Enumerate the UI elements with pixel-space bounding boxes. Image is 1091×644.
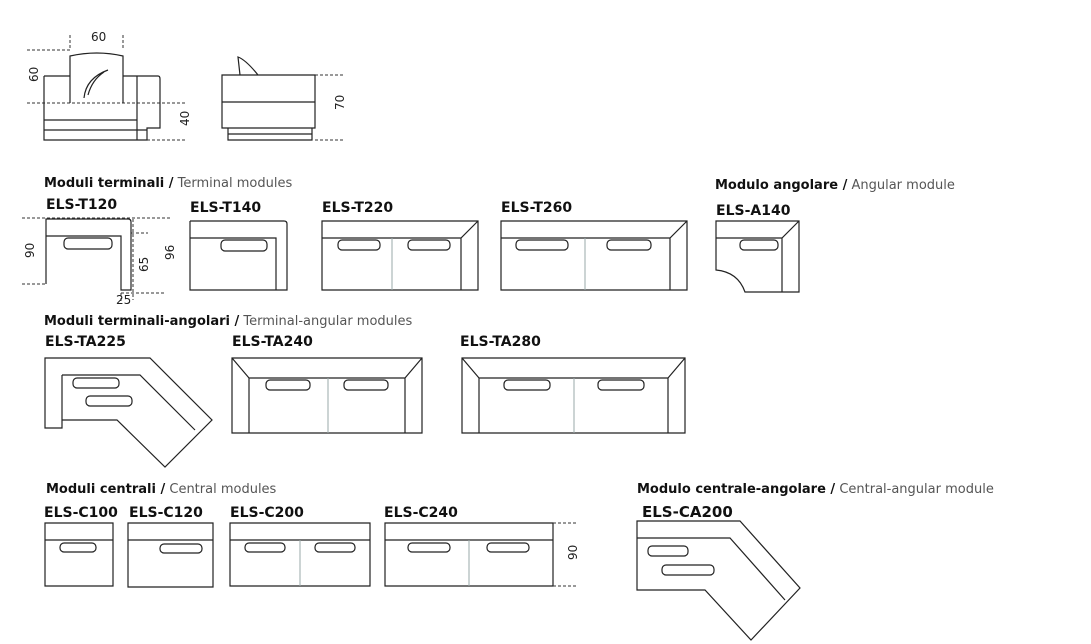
outline-shape <box>189 220 288 291</box>
outline-shape <box>45 218 132 291</box>
els-t120-drawing: 90 65 96 25 <box>22 217 177 307</box>
code-els-c100: ELS-C100 <box>44 505 118 521</box>
outline-shape <box>321 220 479 291</box>
outline-shape <box>44 357 213 468</box>
cushion-shape <box>407 542 451 553</box>
outline-shape <box>553 522 578 587</box>
cushion-shape <box>503 379 551 391</box>
section-angular-title: Modulo angolare / Angular module <box>715 178 955 193</box>
outline-shape <box>43 52 161 141</box>
side-view-drawing: 70 <box>221 56 347 141</box>
code-els-ca200: ELS-CA200 <box>642 503 733 521</box>
cushion-shape <box>486 542 530 553</box>
outline-shape <box>44 522 114 587</box>
outline-shape <box>221 56 316 141</box>
cushion-shape <box>244 542 286 553</box>
outline-shape <box>461 357 686 434</box>
cushion-shape <box>515 239 569 251</box>
side-height-dim: 70 <box>333 95 347 110</box>
cushion-shape <box>63 237 113 250</box>
code-els-ta225: ELS-TA225 <box>45 334 126 350</box>
cushion-shape <box>739 239 779 251</box>
cushion-shape <box>220 239 268 252</box>
cushion-shape <box>85 395 133 407</box>
outline-shape <box>315 74 345 141</box>
section-central-title: Moduli centrali / Central modules <box>46 482 277 497</box>
cushion-shape <box>72 377 120 389</box>
dimension-label: 90 <box>566 545 580 560</box>
els-ta225-drawing <box>44 357 213 468</box>
dimension-label: 65 <box>137 257 151 272</box>
els-t140-drawing <box>189 220 288 291</box>
outline-shape <box>500 220 688 291</box>
cushion-shape <box>647 545 689 557</box>
els-a140-drawing <box>715 220 800 293</box>
outline-shape <box>83 69 109 99</box>
cushion-shape <box>407 239 451 251</box>
cushion-shape <box>314 542 356 553</box>
els-ca200-drawing <box>636 520 801 641</box>
code-els-t220: ELS-T220 <box>322 200 394 216</box>
code-els-t140: ELS-T140 <box>190 200 262 216</box>
els-ta240-drawing <box>231 357 423 434</box>
cushion-shape <box>606 239 652 251</box>
outline-shape <box>22 217 170 302</box>
cushion-shape <box>661 564 715 576</box>
outline-shape <box>715 220 800 293</box>
cushion-shape <box>343 379 389 391</box>
dimension-label: 96 <box>163 245 177 260</box>
cushion-shape <box>265 379 311 391</box>
code-els-c200: ELS-C200 <box>230 505 304 521</box>
code-els-c120: ELS-C120 <box>129 505 203 521</box>
outline-shape <box>231 357 423 434</box>
cushion-shape <box>337 239 381 251</box>
code-els-t120: ELS-T120 <box>46 197 118 213</box>
section-terminal-title: Moduli terminali / Terminal modules <box>44 176 293 191</box>
code-els-ta280: ELS-TA280 <box>460 334 541 350</box>
code-els-t260: ELS-T260 <box>501 200 573 216</box>
front-view-drawing: 60 60 40 <box>27 30 192 141</box>
code-els-ta240: ELS-TA240 <box>232 334 313 350</box>
cushion-shape <box>597 379 645 391</box>
cushion-shape <box>59 542 97 553</box>
code-els-c240: ELS-C240 <box>384 505 458 521</box>
outline-shape <box>636 520 801 641</box>
code-els-a140: ELS-A140 <box>716 203 791 219</box>
section-central-angular-title: Modulo centrale-angolare / Central-angul… <box>637 482 994 497</box>
front-height-dim: 60 <box>27 67 41 82</box>
section-terminal-angular-title: Moduli terminali-angolari / Terminal-ang… <box>44 314 413 329</box>
els-t260-drawing <box>500 220 688 291</box>
seat-height-dim: 40 <box>178 111 192 126</box>
central-drawings: 90 <box>44 522 580 588</box>
outline-shape <box>127 522 214 588</box>
dimension-label: 25 <box>116 293 131 307</box>
outline-shape <box>27 35 186 141</box>
cushion-shape <box>159 543 203 554</box>
els-t220-drawing <box>321 220 479 291</box>
dimension-label: 90 <box>23 243 37 258</box>
els-ta280-drawing <box>461 357 686 434</box>
front-width-dim: 60 <box>91 30 106 44</box>
